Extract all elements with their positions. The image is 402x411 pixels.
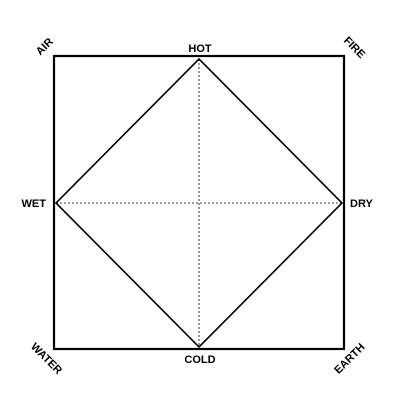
- label-dry: DRY: [350, 198, 373, 210]
- inner-diamond: [54, 57, 344, 349]
- label-hot: HOT: [188, 43, 212, 55]
- label-water: WATER: [28, 341, 64, 377]
- label-wet: WET: [22, 198, 47, 210]
- outer-square: [52, 54, 346, 351]
- label-cold: COLD: [184, 354, 215, 366]
- label-air: AIR: [34, 36, 56, 58]
- label-earth: EARTH: [332, 341, 367, 376]
